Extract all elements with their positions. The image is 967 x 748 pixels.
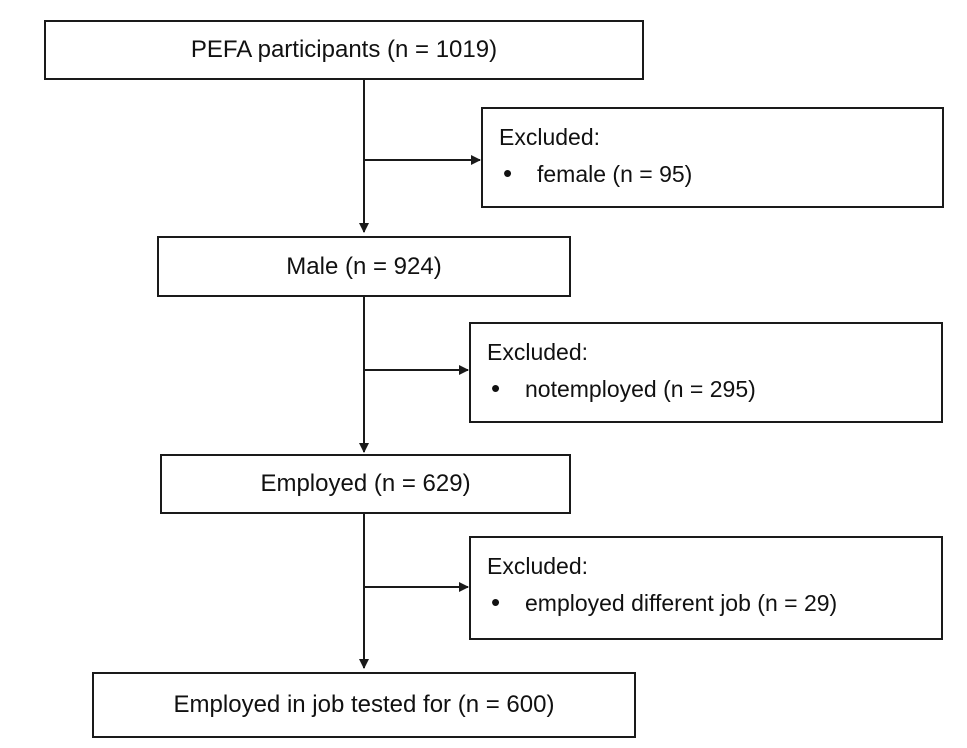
box-label: Employed in job tested for (n = 600) bbox=[173, 691, 555, 718]
box-label: PEFA participants (n = 1019) bbox=[190, 36, 498, 63]
excluded-heading: Excluded: bbox=[487, 339, 589, 365]
box-label: Male (n = 924) bbox=[286, 252, 442, 280]
excluded-item-text: female (n = 95) bbox=[537, 161, 693, 187]
excluded-heading: Excluded: bbox=[499, 124, 601, 150]
bullet-icon: • bbox=[503, 158, 513, 188]
excluded-box-not-employed: Excluded: • notemployed (n = 295) bbox=[469, 322, 943, 423]
excluded-heading: Excluded: bbox=[487, 553, 589, 579]
excluded-item-text: employed different job (n = 29) bbox=[525, 590, 838, 616]
excluded-item: • notemployed (n = 295) bbox=[487, 370, 925, 407]
excluded-item: • employed different job (n = 29) bbox=[487, 584, 925, 621]
box-label: Employed (n = 629) bbox=[260, 470, 471, 497]
bullet-icon: • bbox=[491, 373, 501, 403]
box-employed-in-job-tested: Employed in job tested for (n = 600) bbox=[92, 672, 636, 738]
excluded-item: • female (n = 95) bbox=[499, 155, 926, 192]
bullet-icon: • bbox=[491, 587, 501, 617]
box-male: Male (n = 924) bbox=[157, 236, 571, 297]
box-employed: Employed (n = 629) bbox=[160, 454, 571, 514]
box-pefa-participants: PEFA participants (n = 1019) bbox=[44, 20, 644, 80]
excluded-box-female: Excluded: • female (n = 95) bbox=[481, 107, 944, 208]
excluded-box-different-job: Excluded: • employed different job (n = 2… bbox=[469, 536, 943, 640]
excluded-item-text: notemployed (n = 295) bbox=[525, 376, 756, 402]
